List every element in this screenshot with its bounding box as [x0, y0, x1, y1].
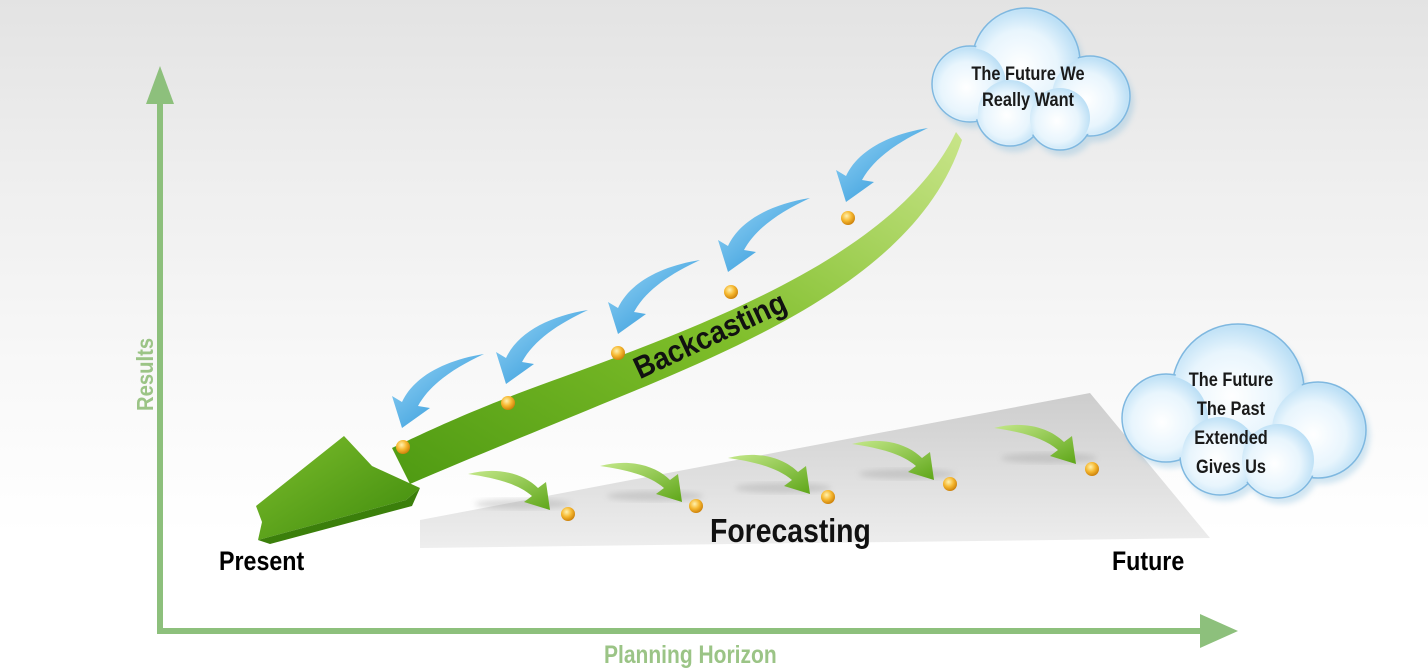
forecasting-label: Forecasting — [710, 512, 871, 549]
y-axis — [146, 66, 174, 634]
forecast-plane — [420, 393, 1210, 548]
extended-past-cloud — [1121, 323, 1370, 504]
cloud-line: Extended — [1194, 428, 1268, 449]
cloud-line: Gives Us — [1196, 457, 1266, 478]
cloud-line: The Past — [1196, 399, 1266, 420]
cloud-line: The Future We — [971, 64, 1085, 85]
desired-future-cloud — [931, 7, 1134, 156]
present-label: Present — [219, 546, 305, 576]
x-axis-label: Planning Horizon — [604, 641, 777, 669]
backcasting-arrow — [256, 132, 962, 544]
cloud-line: Really Want — [981, 90, 1075, 111]
future-label: Future — [1112, 546, 1185, 576]
cloud-line: The Future — [1188, 370, 1274, 391]
backcast-nodes — [396, 211, 855, 454]
forecast-nodes — [561, 462, 1099, 521]
extended-past-cloud-label: The Future The Past Extended Gives Us — [1175, 366, 1287, 482]
y-axis-label: Results — [132, 337, 158, 411]
x-axis — [157, 614, 1238, 648]
desired-future-cloud-label: The Future We Really Want — [951, 62, 1106, 114]
forecast-arrows — [468, 424, 1097, 510]
backcast-arrows — [392, 128, 928, 428]
